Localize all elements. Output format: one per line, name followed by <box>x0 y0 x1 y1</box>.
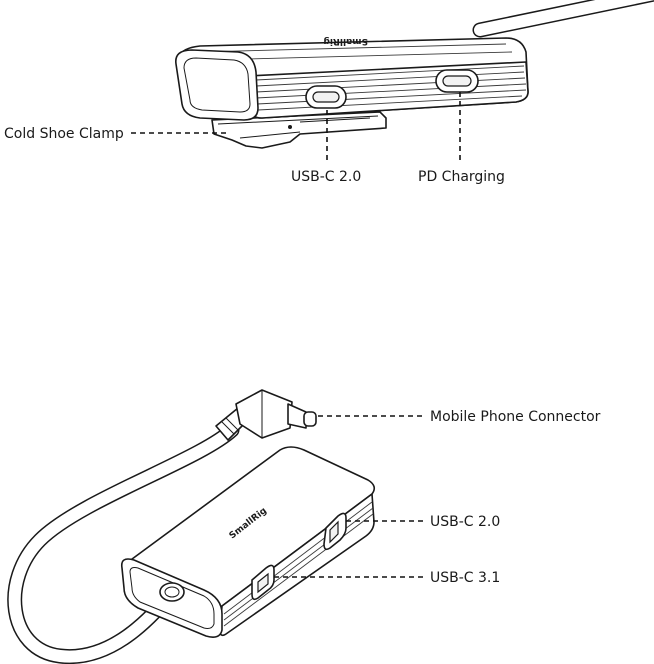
top-brand-logo: SmallRig <box>323 36 368 46</box>
cold-shoe-clamp-part <box>211 111 387 149</box>
label-mobile-phone-connector: Mobile Phone Connector <box>430 409 601 425</box>
top-usb-c-20-port <box>305 85 347 109</box>
top-view-hub: SmallRig Cold Shoe Clamp USB-C 2.0 PD Ch… <box>4 0 654 185</box>
top-hub-body: SmallRig <box>175 36 529 121</box>
bottom-usb-c-20-port <box>323 512 347 551</box>
bottom-usb-c-31-port <box>251 564 275 601</box>
label-bottom-usb-c-20: USB-C 2.0 <box>430 514 500 530</box>
mobile-phone-connector-part <box>215 389 317 441</box>
pd-charging-port <box>435 69 479 93</box>
bottom-view-hub: SmallRig Mobile Phone Connector USB-C 2.… <box>7 389 601 664</box>
top-cable <box>472 0 654 38</box>
label-cold-shoe-clamp: Cold Shoe Clamp <box>4 126 124 142</box>
bottom-cable <box>7 422 240 664</box>
label-bottom-usb-c-31: USB-C 3.1 <box>430 570 500 586</box>
label-top-usb-c-20: USB-C 2.0 <box>291 169 361 185</box>
label-pd-charging: PD Charging <box>418 169 505 185</box>
clamp-screw-icon <box>288 125 292 129</box>
